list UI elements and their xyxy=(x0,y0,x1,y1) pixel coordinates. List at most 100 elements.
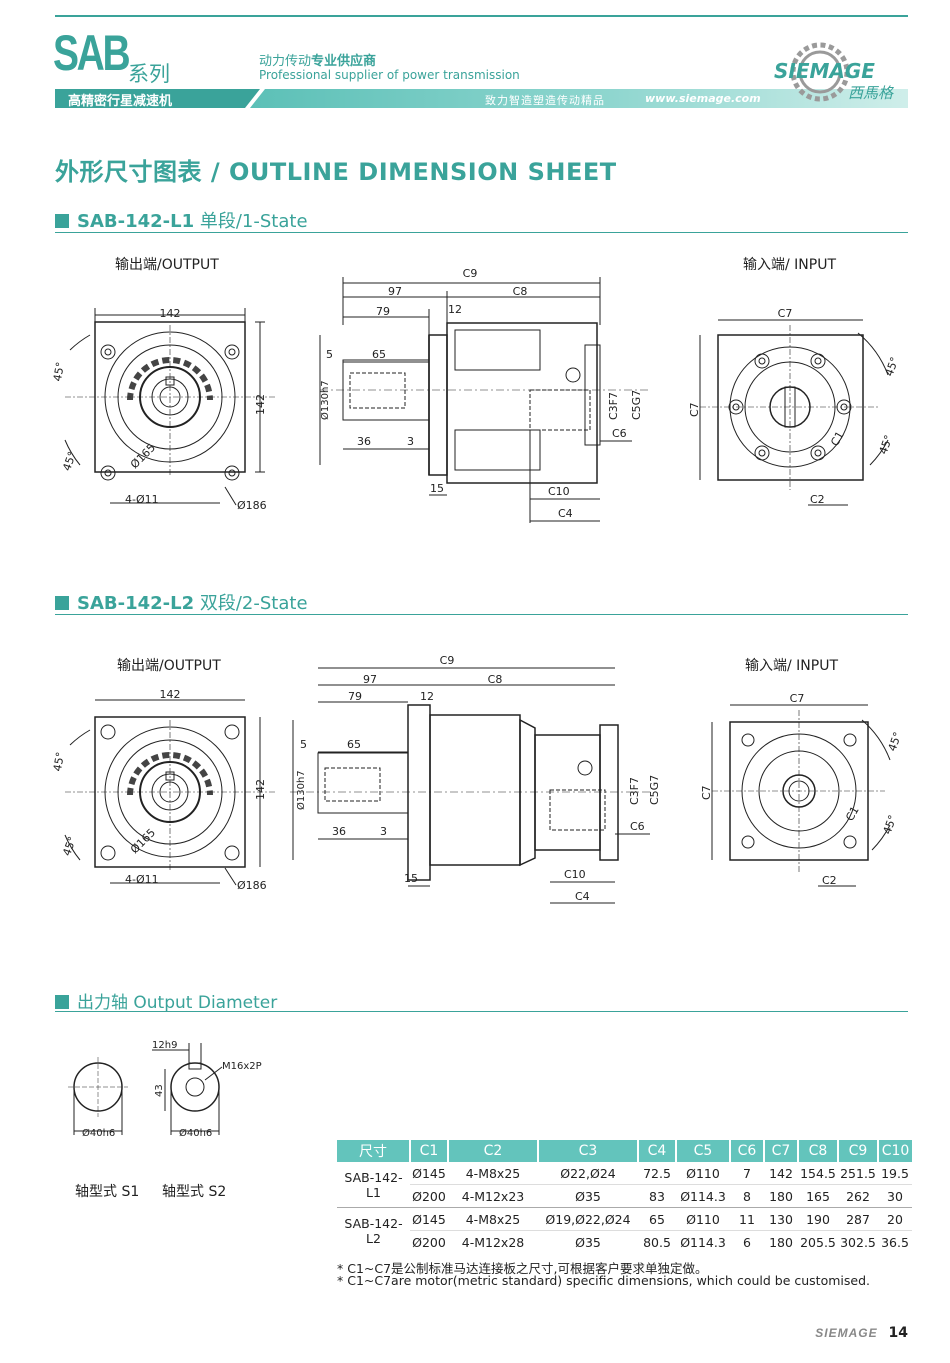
table-header-cell: C1 xyxy=(410,1140,449,1162)
table-header-cell: C6 xyxy=(730,1140,765,1162)
svg-text:C7: C7 xyxy=(700,785,713,800)
svg-text:4-Ø11: 4-Ø11 xyxy=(125,873,159,886)
s2-drawings: 142 142 45° 45° Ø165 4-Ø11 Ø186 C9 97 C8… xyxy=(51,654,904,904)
section1-heading: SAB-142-L1 单段/1-State xyxy=(55,207,308,233)
series-suffix: 系列 xyxy=(128,62,170,86)
s2-side-view: C9 97 C8 79 12 Ø130h7 5 65 36 3 15 C10 C… xyxy=(290,654,661,904)
table-cell: 4-M12x28 xyxy=(448,1230,538,1253)
svg-text:C8: C8 xyxy=(513,285,528,298)
shaft-s2: 12h9 43 M16x2P Ø40h6 xyxy=(152,1040,262,1139)
svg-text:12h9: 12h9 xyxy=(152,1040,177,1051)
s1-input-label: 输入端/ INPUT xyxy=(743,257,837,273)
table-header-cell: C2 xyxy=(448,1140,539,1162)
svg-text:C7: C7 xyxy=(790,692,805,705)
page-footer: SIEMAGE 14 xyxy=(815,1325,908,1341)
s1-output-view: 142 142 45° 45° Ø165 4-Ø11 Ø186 xyxy=(51,307,275,512)
page-number: 14 xyxy=(888,1325,908,1341)
svg-text:43: 43 xyxy=(154,1084,165,1097)
svg-text:C8: C8 xyxy=(488,673,503,686)
table-cell: Ø19,Ø22,Ø24 xyxy=(538,1207,638,1231)
table-cell: 20 xyxy=(878,1207,912,1231)
table-cell: Ø114.3 xyxy=(676,1184,730,1208)
svg-text:Ø186: Ø186 xyxy=(237,879,267,892)
header-band xyxy=(55,89,908,108)
svg-text:C2: C2 xyxy=(822,874,837,887)
s1-input-view: C7 C7 45° 45° C1 C2 xyxy=(688,307,901,506)
table-cell: 180 xyxy=(764,1230,798,1253)
table-header-cell: 尺寸 xyxy=(337,1140,411,1162)
section-square-icon xyxy=(55,995,69,1009)
table-cell: 287 xyxy=(838,1207,878,1231)
svg-text:C4: C4 xyxy=(575,890,590,903)
svg-text:142: 142 xyxy=(160,307,181,320)
table-cell: 8 xyxy=(730,1184,764,1208)
section3-heading: 出力轴 Output Diameter xyxy=(55,988,277,1013)
table-row: Ø200 4-M12x23 Ø35 83 Ø114.3 8 180 165 26… xyxy=(337,1184,912,1208)
s2-input-view: C7 C7 45° 45° C1 C2 xyxy=(700,692,904,887)
svg-text:Ø40h6: Ø40h6 xyxy=(82,1127,115,1139)
svg-text:97: 97 xyxy=(388,285,402,298)
svg-text:C5G7: C5G7 xyxy=(630,390,643,420)
table-header-row: 尺寸 C1 C2 C3 C4 C5 C6 C7 C8 C9 C10 xyxy=(337,1140,912,1162)
section3-rule xyxy=(55,1011,908,1012)
table-cell: 7 xyxy=(743,1165,751,1181)
shaft-s1: Ø40h6 xyxy=(68,1057,128,1139)
section-square-icon xyxy=(55,214,69,228)
svg-text:142: 142 xyxy=(160,688,181,701)
table-header-cell: C7 xyxy=(764,1140,799,1162)
shaft-s2-label: 轴型式 S2 xyxy=(162,1184,227,1200)
series-name: SAB xyxy=(53,25,131,81)
tagline-en: Professional supplier of power transmiss… xyxy=(259,68,520,82)
s1-drawings: 142 142 45° 45° Ø165 4-Ø11 Ø186 C9 97 xyxy=(51,267,901,523)
s1-output-label: 输出端/OUTPUT xyxy=(115,257,219,273)
svg-text:C3F7: C3F7 xyxy=(628,777,641,805)
svg-text:C3F7: C3F7 xyxy=(607,392,620,420)
table-header-cell: C10 xyxy=(878,1140,912,1162)
table-cell: Ø200 xyxy=(410,1230,448,1253)
table-cell: 130 xyxy=(764,1207,798,1231)
tagline-cn: 动力传动专业供应商 xyxy=(259,54,377,69)
header-motto: 致力智造塑造传动精品 xyxy=(485,94,605,107)
table-cell: Ø145 xyxy=(412,1165,446,1181)
page-title: 外形尺寸图表 / OUTLINE DIMENSION SHEET xyxy=(55,158,617,186)
svg-text:45°: 45° xyxy=(60,450,79,473)
table-cell: 19.5 xyxy=(881,1165,909,1181)
table-cell: 11 xyxy=(730,1207,764,1231)
section1-rule xyxy=(55,232,908,233)
svg-text:C1: C1 xyxy=(843,804,862,823)
svg-text:12: 12 xyxy=(420,690,434,703)
svg-text:79: 79 xyxy=(376,305,390,318)
website-link[interactable]: www.siemage.com xyxy=(645,92,761,105)
svg-text:12: 12 xyxy=(448,303,462,316)
table-cell: Ø22,Ø24 xyxy=(560,1165,616,1181)
table-model-cell: SAB-142-L1 xyxy=(344,1169,403,1200)
svg-text:4-Ø11: 4-Ø11 xyxy=(125,493,159,506)
table-header-cell: C9 xyxy=(838,1140,879,1162)
table-cell: Ø145 xyxy=(410,1207,448,1231)
shaft-diagrams: Ø40h6 12h9 43 M16x2P Ø40h6 xyxy=(68,1040,262,1139)
svg-text:C10: C10 xyxy=(548,485,570,498)
svg-text:C7: C7 xyxy=(688,402,701,417)
svg-text:5: 5 xyxy=(326,348,333,361)
table-cell: 4-M12x23 xyxy=(448,1184,538,1208)
table-cell: 180 xyxy=(764,1184,798,1208)
svg-text:Ø40h6: Ø40h6 xyxy=(179,1127,212,1139)
table-cell: 262 xyxy=(838,1184,878,1208)
svg-text:142: 142 xyxy=(254,394,267,415)
svg-text:C4: C4 xyxy=(558,507,573,520)
svg-text:Ø130h7: Ø130h7 xyxy=(295,770,307,810)
table-cell: 80.5 xyxy=(638,1230,676,1253)
svg-text:45°: 45° xyxy=(886,730,905,753)
logo-text: SIEMAGE xyxy=(774,59,875,83)
svg-text:45°: 45° xyxy=(60,835,79,858)
svg-text:5: 5 xyxy=(300,738,307,751)
svg-text:142: 142 xyxy=(254,779,267,800)
header-subtitle: 高精密行星减速机 xyxy=(68,94,173,109)
svg-text:Ø165: Ø165 xyxy=(128,441,158,471)
svg-text:45°: 45° xyxy=(51,361,67,382)
table-header-cell: C8 xyxy=(798,1140,839,1162)
svg-text:Ø186: Ø186 xyxy=(237,499,267,512)
svg-text:45°: 45° xyxy=(881,813,900,836)
siemage-logo: SIEMAGE 西馬格 xyxy=(774,42,894,102)
svg-text:79: 79 xyxy=(348,690,362,703)
